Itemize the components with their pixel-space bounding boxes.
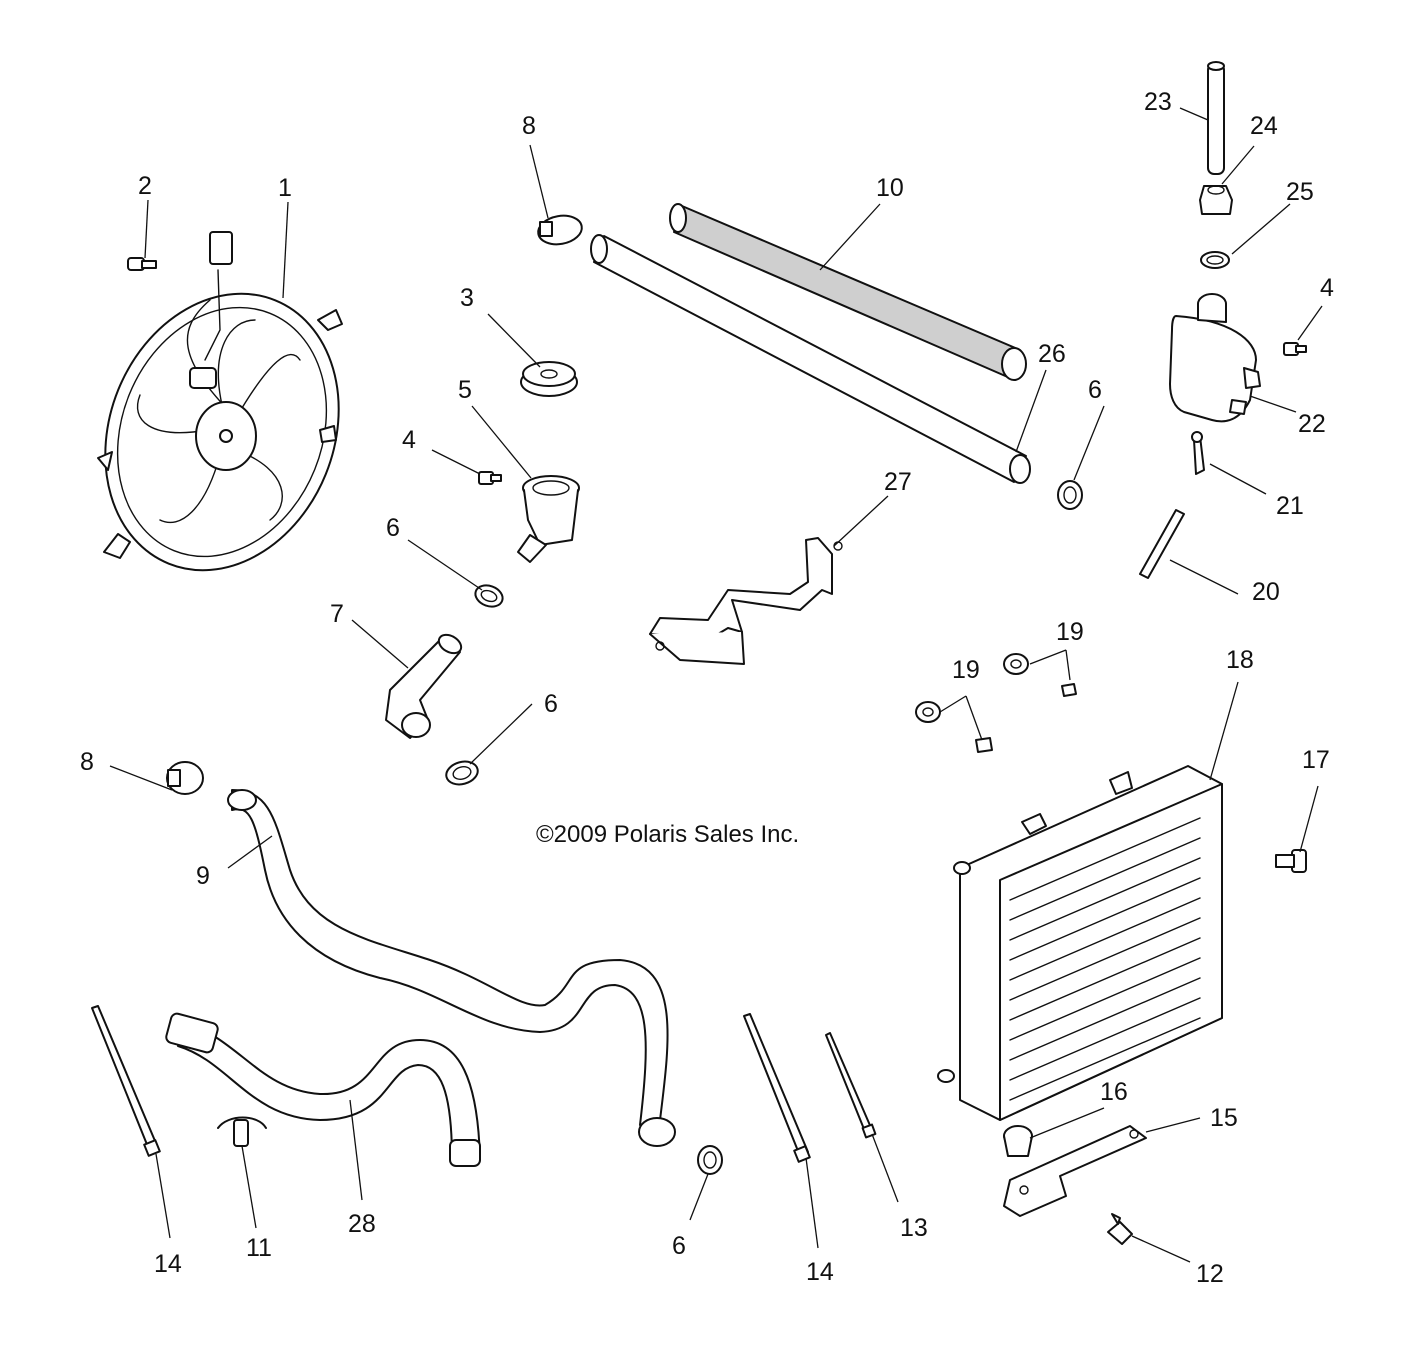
part-4-screw-b <box>1283 342 1307 356</box>
callout-20: 20 <box>1252 578 1280 606</box>
part-1-fan-assembly <box>97 231 343 572</box>
part-26-straight-tube <box>590 234 1031 484</box>
part-20-overflow-hose <box>1139 509 1185 579</box>
part-9-long-hose <box>227 789 676 1147</box>
part-6-clamp-b <box>445 760 479 786</box>
part-11-push-pin <box>217 1116 267 1147</box>
part-3-radiator-cap <box>520 361 578 397</box>
part-6-clamp-a <box>474 584 504 608</box>
part-2-screw <box>127 257 157 271</box>
callout-19: 19 <box>1056 618 1084 646</box>
part-10-corrugated-sleeve <box>669 203 1027 381</box>
callout-27: 27 <box>884 468 912 496</box>
callout-18: 18 <box>1226 646 1254 674</box>
part-19-bushing-b <box>1061 683 1077 697</box>
part-8-clamp-a <box>537 214 583 246</box>
callout-16: 16 <box>1100 1078 1128 1106</box>
part-14-cable-tie-b <box>743 1013 811 1163</box>
callout-6: 6 <box>386 514 400 542</box>
part-7-elbow-hose <box>385 633 463 739</box>
callout-5: 5 <box>458 376 472 404</box>
part-6-clamp-d <box>697 1145 723 1175</box>
copyright-notice: ©2009 Polaris Sales Inc. <box>536 821 799 848</box>
callout-21: 21 <box>1276 492 1304 520</box>
callout-9: 9 <box>196 862 210 890</box>
callout-1: 1 <box>278 174 292 202</box>
callout-12: 12 <box>1196 1260 1224 1288</box>
part-4-screw-a <box>478 471 502 485</box>
callout-24: 24 <box>1250 112 1278 140</box>
callout-23: 23 <box>1144 88 1172 116</box>
callout-7: 7 <box>330 600 344 628</box>
callout-labels: 1 2 3 4 4 5 6 6 6 6 7 8 8 9 10 11 12 13 … <box>80 88 1334 1288</box>
part-19-grommet-b <box>1003 653 1029 675</box>
callout-8: 8 <box>80 748 94 776</box>
part-8-clamp-b <box>166 761 204 795</box>
leader-lines <box>109 107 1323 1263</box>
callout-25: 25 <box>1286 178 1314 206</box>
callout-14: 14 <box>806 1258 834 1286</box>
part-12-bolt <box>1107 1213 1133 1245</box>
callout-28: 28 <box>348 1210 376 1238</box>
part-14-cable-tie-a <box>91 1005 161 1157</box>
callout-2: 2 <box>138 172 152 200</box>
part-16-grommet <box>1003 1125 1033 1157</box>
part-17-bolt <box>1275 849 1307 873</box>
callout-19: 19 <box>952 656 980 684</box>
part-19-grommet-a <box>915 701 941 723</box>
part-18-radiator <box>937 765 1223 1121</box>
callout-22: 22 <box>1298 410 1326 438</box>
part-6-clamp-c <box>1057 480 1083 510</box>
part-27-mounting-bracket <box>649 537 843 665</box>
callout-10: 10 <box>876 174 904 202</box>
callout-3: 3 <box>460 284 474 312</box>
part-5-filler-neck <box>517 475 580 563</box>
callout-15: 15 <box>1210 1104 1238 1132</box>
part-24-reservoir-cap <box>1199 185 1233 215</box>
callout-6: 6 <box>672 1232 686 1260</box>
callout-26: 26 <box>1038 340 1066 368</box>
callout-17: 17 <box>1302 746 1330 774</box>
part-13-cable-tie <box>825 1032 877 1139</box>
callout-11: 11 <box>246 1234 272 1262</box>
callout-14: 14 <box>154 1250 182 1278</box>
callout-6: 6 <box>1088 376 1102 404</box>
callout-8: 8 <box>522 112 536 140</box>
callout-4: 4 <box>1320 274 1334 302</box>
part-19-bushing-a <box>975 737 993 753</box>
callout-4: 4 <box>402 426 416 454</box>
part-22-coolant-reservoir <box>1169 293 1261 423</box>
part-25-o-ring <box>1200 251 1230 269</box>
callout-13: 13 <box>900 1214 928 1242</box>
part-28-molded-hose <box>165 1012 481 1167</box>
part-15-bracket <box>1003 1125 1147 1217</box>
callout-6: 6 <box>544 690 558 718</box>
part-23-vent-tube <box>1207 61 1225 175</box>
part-21-fitting <box>1191 431 1205 475</box>
